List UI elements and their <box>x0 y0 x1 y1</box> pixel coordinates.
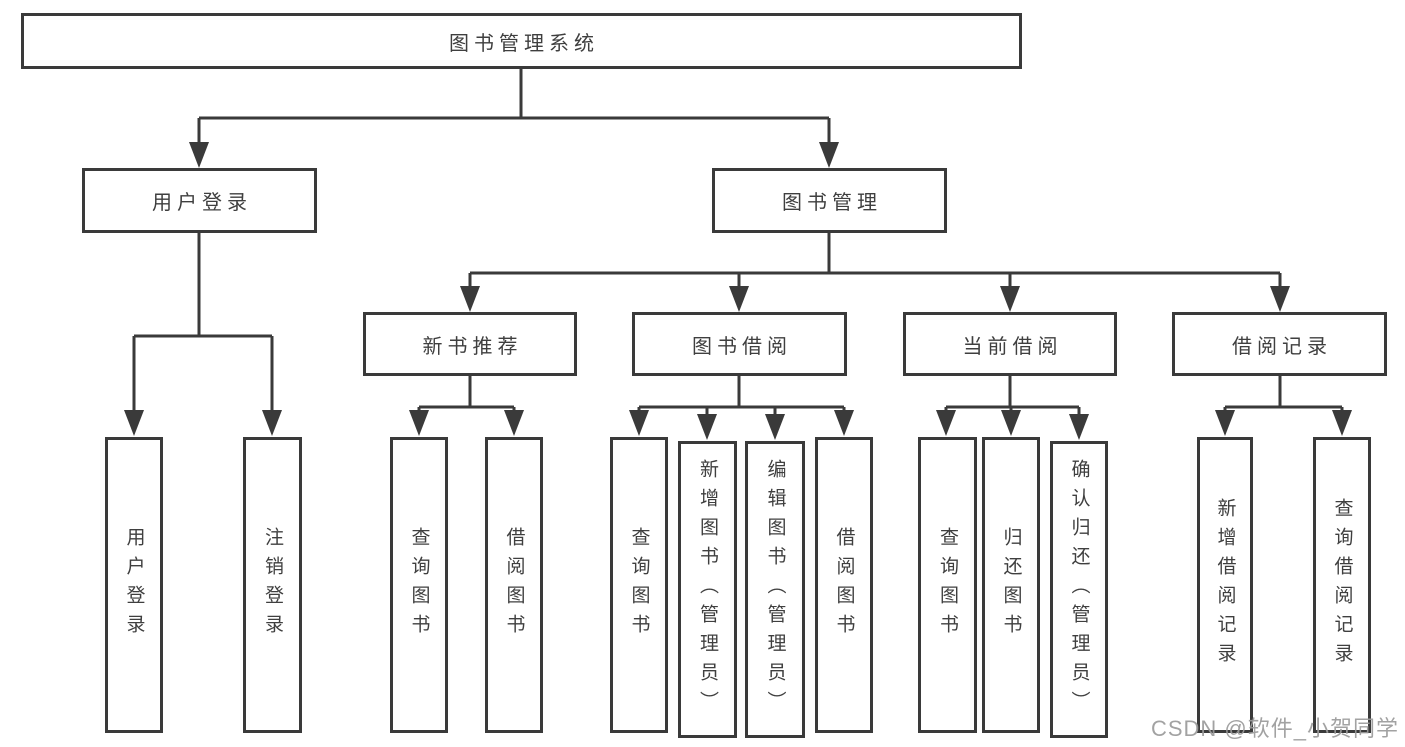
leaf-bb-add-books-admin: 新增图书（管理员） <box>678 441 737 738</box>
leaf-cb-return-books-label: 归还图书 <box>1000 527 1022 643</box>
node-new-book-recommend-label: 新书推荐 <box>422 335 523 358</box>
leaf-nbr-borrow-books: 借阅图书 <box>485 437 543 733</box>
leaf-user-login: 用户登录 <box>105 437 163 733</box>
arrowheads <box>124 142 1352 440</box>
leaf-nbr-query-books-label: 查询图书 <box>408 527 430 643</box>
leaf-br-query-record-label: 查询借阅记录 <box>1331 498 1353 672</box>
leaf-cb-query-books: 查询图书 <box>918 437 977 733</box>
leaf-logout-login: 注销登录 <box>243 437 302 733</box>
leaf-cb-confirm-return-admin: 确认归还（管理员） <box>1050 441 1108 738</box>
node-current-borrowing: 当前借阅 <box>903 312 1117 376</box>
node-book-management: 图书管理 <box>712 168 947 233</box>
leaf-logout-login-label: 注销登录 <box>262 527 283 643</box>
leaf-nbr-borrow-books-label: 借阅图书 <box>503 527 525 643</box>
leaf-bb-query-books: 查询图书 <box>610 437 668 733</box>
node-book-borrowing-label: 图书借阅 <box>692 335 792 358</box>
node-book-management-label: 图书管理 <box>782 192 882 214</box>
node-borrowing-records: 借阅记录 <box>1172 312 1387 376</box>
leaf-bb-edit-books-admin: 编辑图书（管理员） <box>745 441 805 738</box>
node-book-borrowing: 图书借阅 <box>632 312 847 376</box>
leaf-cb-confirm-return-admin-label: 确认归还（管理员） <box>1068 459 1090 720</box>
leaf-bb-borrow-books-label: 借阅图书 <box>833 527 855 643</box>
leaf-br-add-record-label: 新增借阅记录 <box>1214 498 1236 672</box>
leaf-nbr-query-books: 查询图书 <box>390 437 448 733</box>
leaf-bb-edit-books-admin-label: 编辑图书（管理员） <box>764 459 786 720</box>
leaf-br-query-record: 查询借阅记录 <box>1313 437 1371 733</box>
node-current-borrowing-label: 当前借阅 <box>962 335 1063 358</box>
node-user-login-label: 用户登录 <box>152 192 252 214</box>
leaf-cb-query-books-label: 查询图书 <box>937 527 958 643</box>
node-root: 图书管理系统 <box>21 13 1022 69</box>
leaf-bb-query-books-label: 查询图书 <box>628 527 650 643</box>
leaf-bb-borrow-books: 借阅图书 <box>815 437 873 733</box>
node-new-book-recommend: 新书推荐 <box>363 312 577 376</box>
node-root-label: 图书管理系统 <box>449 32 599 55</box>
node-borrowing-records-label: 借阅记录 <box>1232 335 1332 358</box>
csdn-watermark: CSDN @软件_小贺同学 <box>1150 716 1399 741</box>
leaf-bb-add-books-admin-label: 新增图书（管理员） <box>697 459 718 720</box>
leaf-br-add-record: 新增借阅记录 <box>1197 437 1253 733</box>
node-user-login: 用户登录 <box>82 168 317 233</box>
leaf-cb-return-books: 归还图书 <box>982 437 1040 733</box>
leaf-user-login-label: 用户登录 <box>123 527 145 643</box>
